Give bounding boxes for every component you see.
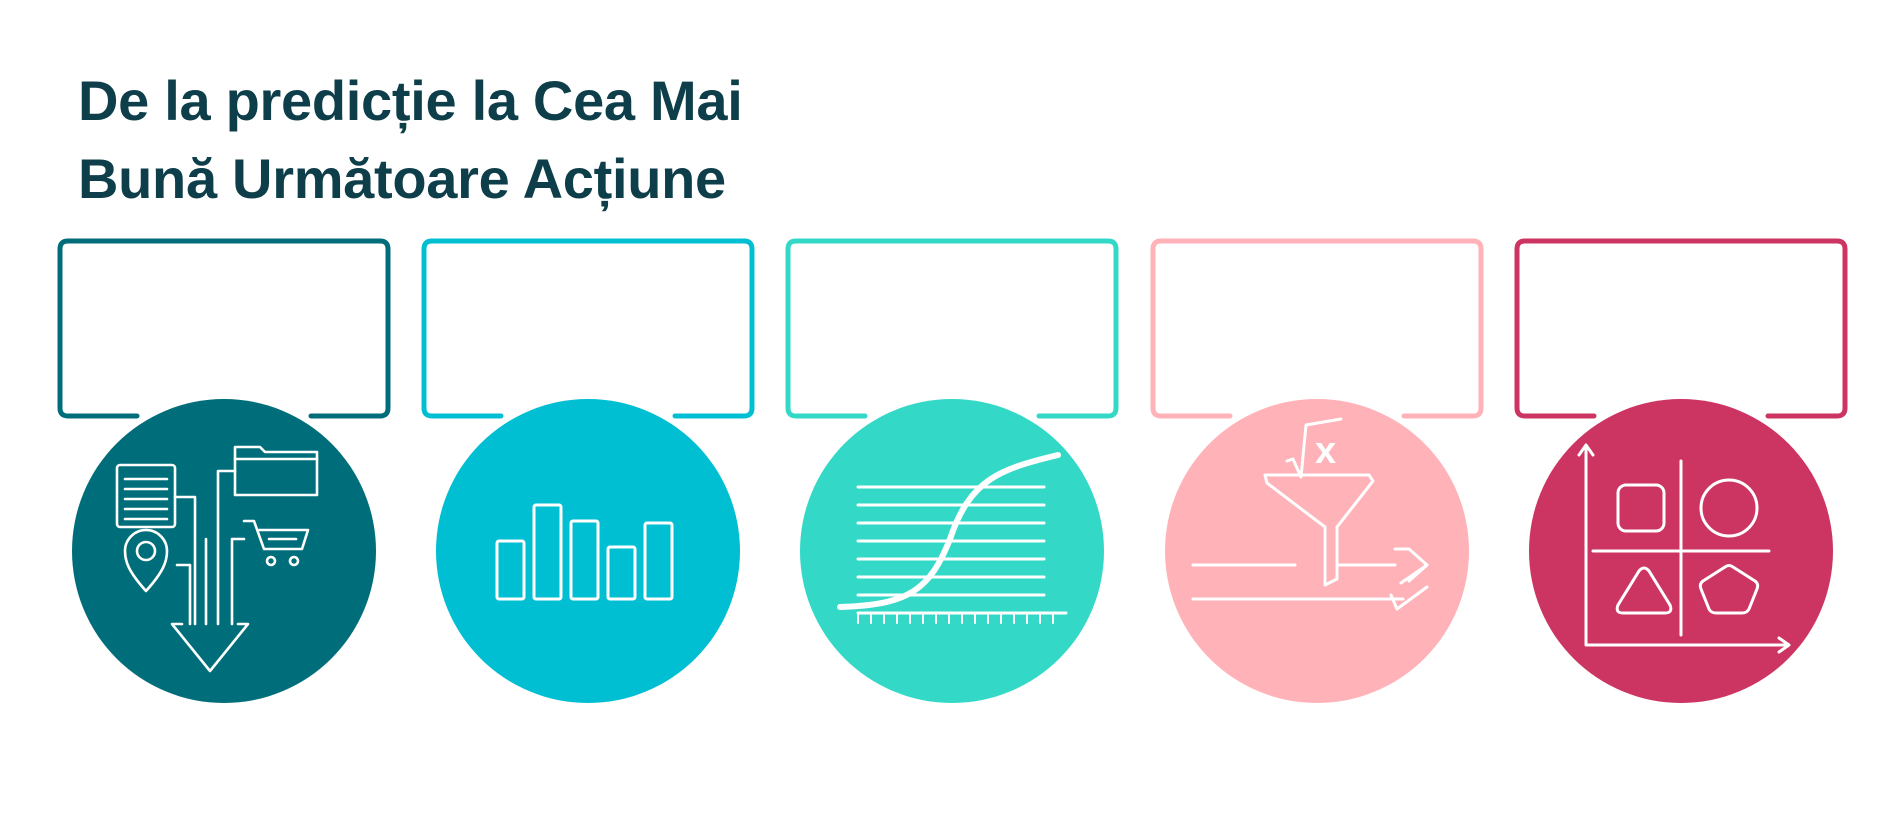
step-2 [421,236,755,706]
title-line-2: Bună Următoare Acțiune [78,147,726,210]
bar-chart-icon [495,503,674,601]
step-4: x [1150,236,1484,706]
page-title: De la predicție la Cea Mai Bună Următoar… [78,62,743,218]
title-line-1: De la predicție la Cea Mai [78,69,743,132]
data-sources-icon [115,445,319,673]
funnel-formula-icon: x [1191,417,1429,611]
step-1-circle [72,399,376,703]
step-5-text-box [1514,238,1848,419]
step-1-text-box [57,238,391,419]
step-1 [57,236,391,706]
step-2-text-box [421,238,755,419]
s-curve-chart-icon [837,452,1068,624]
step-2-circle [436,399,740,703]
step-3-text-box [785,238,1119,419]
step-3 [785,236,1119,706]
quadrant-shapes-icon [1577,443,1791,654]
step-4-circle: x [1165,399,1469,703]
step-3-circle [800,399,1104,703]
step-5-circle [1529,399,1833,703]
step-5 [1514,236,1848,706]
formula-x-symbol: x [1315,430,1336,472]
step-4-text-box [1150,238,1484,419]
